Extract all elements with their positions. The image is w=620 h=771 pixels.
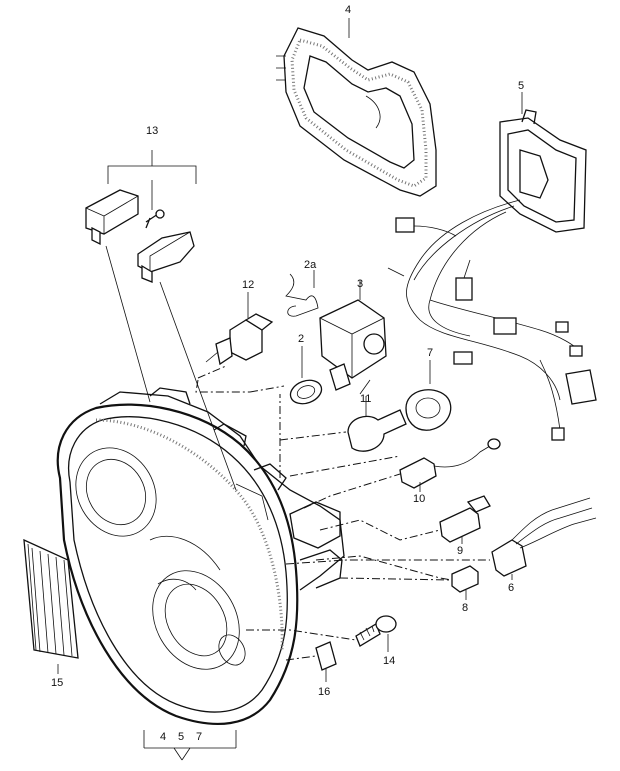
callout-part-9: 9 <box>457 545 463 557</box>
callout-part-3: 3 <box>357 278 363 290</box>
part-16-clip <box>315 641 337 682</box>
callout-bottom-5: 5 <box>178 731 184 743</box>
leader-lines <box>105 245 490 661</box>
part-2-ring <box>289 346 323 405</box>
part-3-module <box>319 280 387 391</box>
part-9-bulb <box>439 495 491 544</box>
part-5-wiring-harness <box>387 109 597 441</box>
callout-part-12: 12 <box>242 279 254 291</box>
callout-part-5: 5 <box>518 80 524 92</box>
part-6-socket <box>491 497 597 580</box>
part-10-bulb <box>399 438 501 492</box>
callout-part-11: 11 <box>360 393 371 405</box>
part-11-bulb <box>347 396 407 452</box>
part-12-bulb-h7 <box>215 292 274 366</box>
part-7-socket <box>405 360 452 431</box>
part-8-bulb <box>451 565 479 600</box>
part-14-screw <box>355 615 397 652</box>
headlight-housing <box>56 387 345 726</box>
callout-part-15: 15 <box>51 677 63 689</box>
callout-part-7: 7 <box>427 347 433 359</box>
callout-part-6: 6 <box>508 582 514 594</box>
part-13-brackets <box>85 150 197 283</box>
callout-part-10: 10 <box>413 493 425 505</box>
part-15-lens-panel <box>23 538 79 674</box>
bottom-bracket <box>143 730 237 761</box>
callout-part-16: 16 <box>318 686 330 698</box>
callout-bottom-7: 7 <box>196 731 202 743</box>
part-2a-clip <box>285 270 319 317</box>
callout-part-2a: 2a <box>304 259 317 271</box>
callout-bottom-4: 4 <box>160 731 166 743</box>
callout-part-13: 13 <box>146 125 158 137</box>
callout-part-2: 2 <box>298 333 304 345</box>
callout-part-8: 8 <box>462 602 468 614</box>
callout-part-14: 14 <box>383 655 395 667</box>
callout-part-4: 4 <box>345 4 351 16</box>
part-4-gasket <box>276 27 437 197</box>
